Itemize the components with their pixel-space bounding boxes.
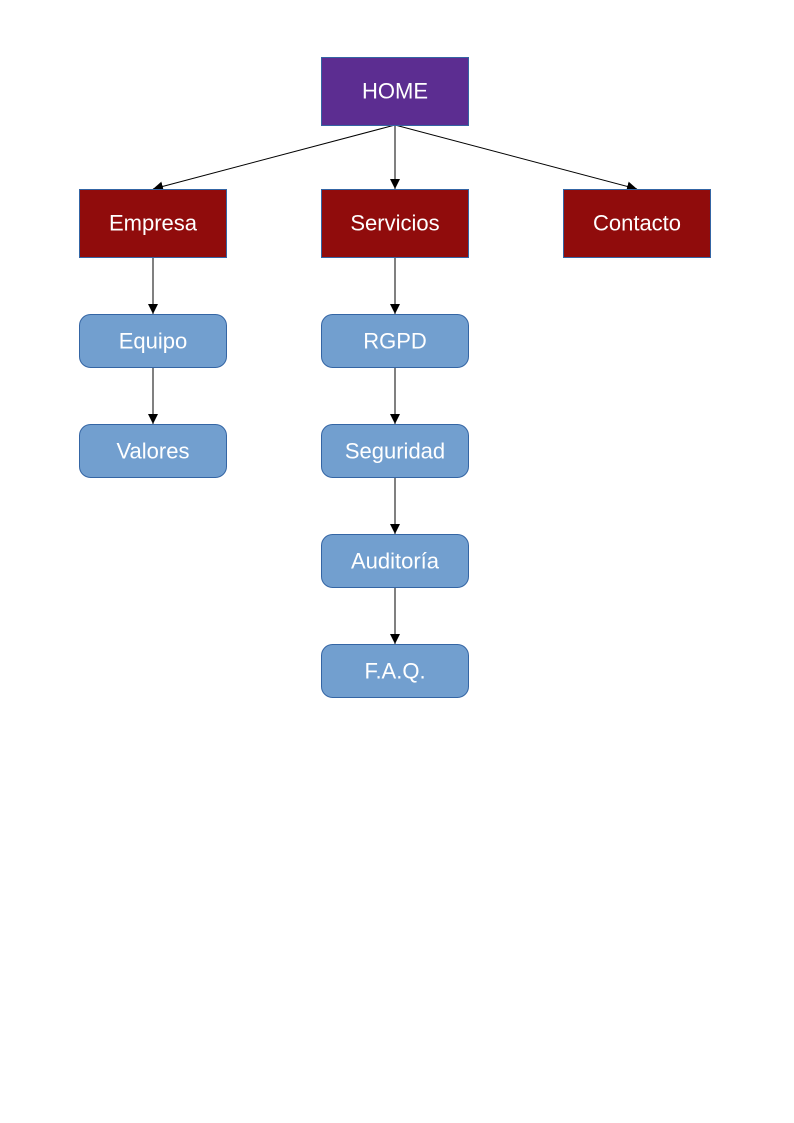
- node-auditoria-label: Auditoría: [351, 549, 440, 574]
- edge-home-contacto: [394, 124, 638, 192]
- node-seguridad[interactable]: Seguridad: [321, 424, 469, 478]
- node-home-box: [321, 57, 469, 126]
- node-faq-box: [321, 644, 469, 698]
- node-equipo-label: Equipo: [119, 329, 188, 354]
- node-rgpd-label: RGPD: [363, 329, 427, 354]
- node-servicios-box: [321, 189, 469, 258]
- node-contacto-label: Contacto: [593, 211, 681, 236]
- node-seguridad-box: [321, 424, 469, 478]
- node-valores-box: [79, 424, 227, 478]
- node-rgpd[interactable]: RGPD: [321, 314, 469, 368]
- node-seguridad-label: Seguridad: [345, 439, 445, 464]
- node-rgpd-box: [321, 314, 469, 368]
- edges: [148, 124, 638, 644]
- node-auditoria-box: [321, 534, 469, 588]
- node-empresa-label: Empresa: [109, 211, 198, 236]
- node-faq-label: F.A.Q.: [364, 659, 425, 684]
- node-contacto-box: [563, 189, 711, 258]
- node-equipo-box: [79, 314, 227, 368]
- node-home[interactable]: HOME: [321, 57, 469, 126]
- node-empresa-box: [79, 189, 227, 258]
- node-servicios[interactable]: Servicios: [321, 189, 469, 258]
- node-auditoria[interactable]: Auditoría: [321, 534, 469, 588]
- edge-home-empresa: [152, 124, 396, 192]
- node-empresa[interactable]: Empresa: [79, 189, 227, 258]
- node-servicios-label: Servicios: [350, 211, 439, 236]
- node-valores-label: Valores: [117, 439, 190, 464]
- node-home-label: HOME: [362, 79, 428, 104]
- node-contacto[interactable]: Contacto: [563, 189, 711, 258]
- node-equipo[interactable]: Equipo: [79, 314, 227, 368]
- node-faq[interactable]: F.A.Q.: [321, 644, 469, 698]
- node-valores[interactable]: Valores: [79, 424, 227, 478]
